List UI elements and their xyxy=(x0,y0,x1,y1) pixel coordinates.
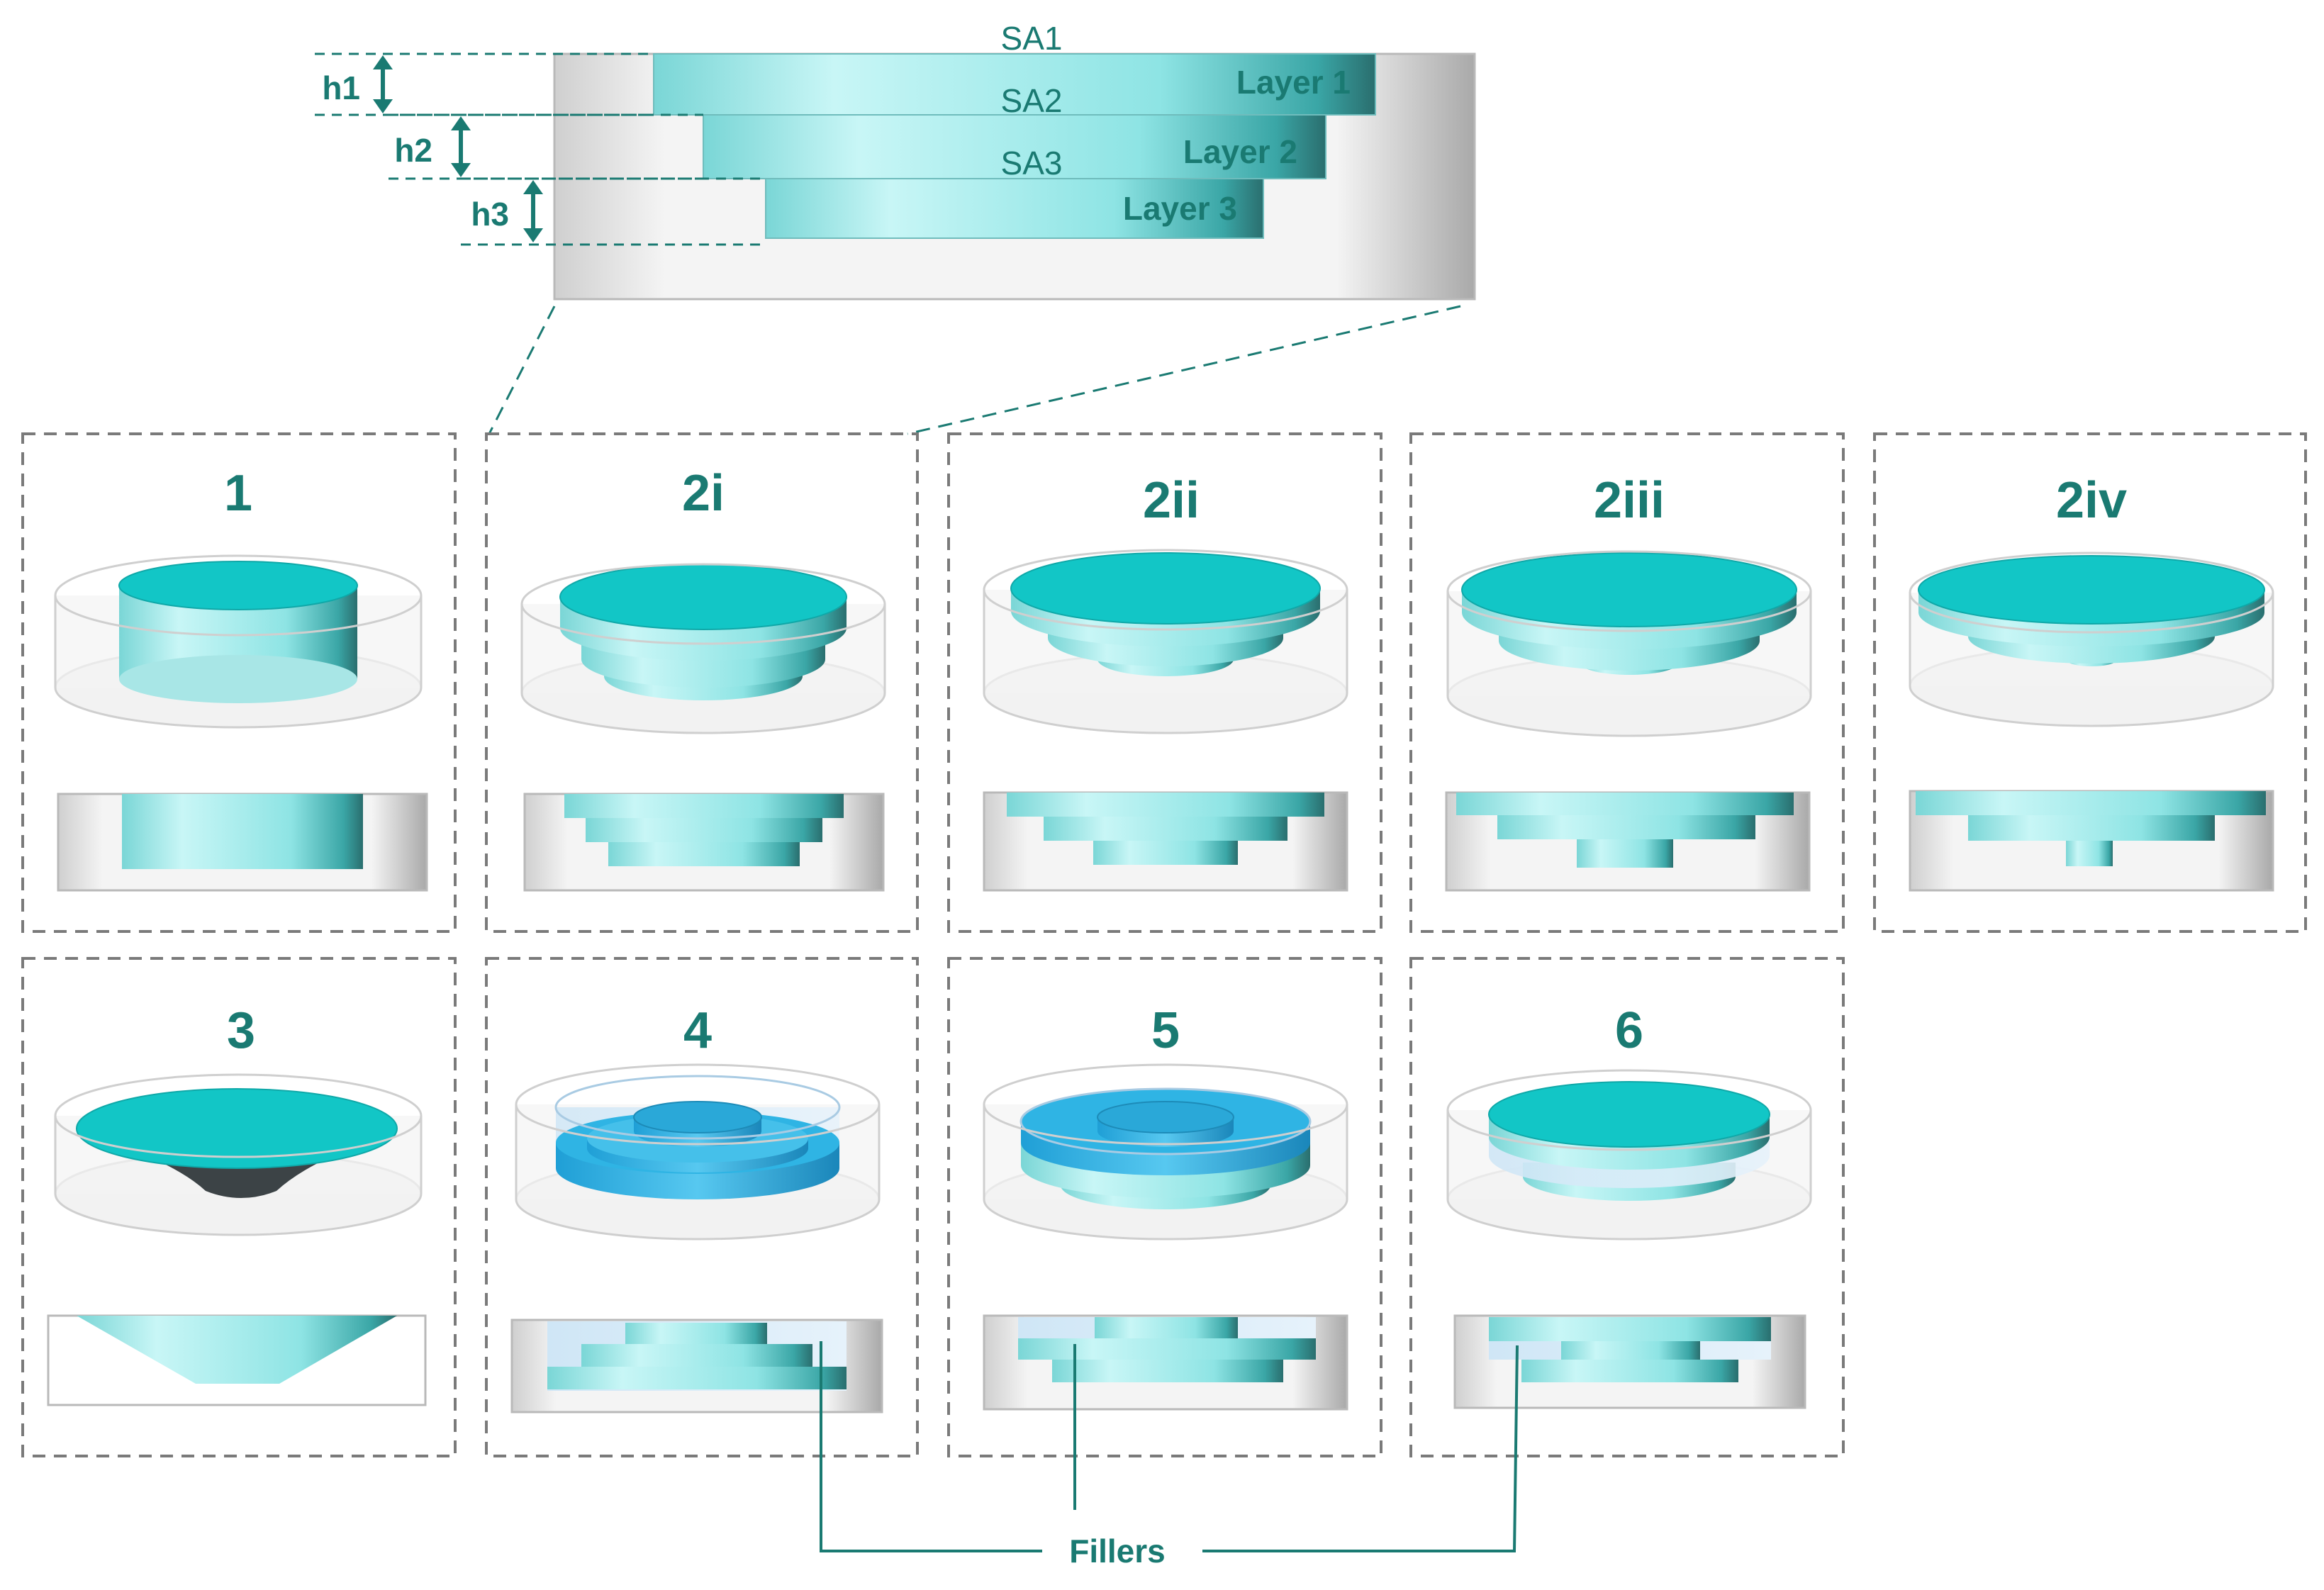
panel-2ii-section xyxy=(983,791,1348,892)
panel-5-label: 5 xyxy=(1151,1002,1180,1059)
panel-4-section xyxy=(510,1319,883,1413)
panel-4-label: 4 xyxy=(683,1002,712,1059)
height-arrows xyxy=(373,55,543,242)
panel-2i-section xyxy=(523,793,885,892)
panel-frames xyxy=(21,432,2307,1457)
panel-2ii-3d xyxy=(983,549,1348,734)
panel-4-3d xyxy=(515,1063,881,1241)
panel-5-section xyxy=(983,1314,1348,1411)
panel-6-3d xyxy=(1446,1069,1812,1241)
zoom-connectors xyxy=(488,305,1461,435)
panel-2i-label: 2i xyxy=(682,465,725,522)
panel-2iv-3d xyxy=(1909,552,2274,727)
fillers-leader-lines xyxy=(820,1341,1519,1552)
h2-label: h2 xyxy=(394,132,432,169)
panel-2iii-label: 2iii xyxy=(1594,472,1665,529)
panel-2iii-3d xyxy=(1446,550,1812,737)
layer-3-label: Layer 3 xyxy=(1123,190,1237,227)
sa1-label: SA1 xyxy=(1001,20,1063,57)
sa3-label: SA3 xyxy=(1001,145,1063,181)
panel-2ii-label: 2ii xyxy=(1143,472,1200,529)
panel-1-section xyxy=(57,793,428,892)
panel-6-label: 6 xyxy=(1615,1002,1643,1059)
panel-1-3d xyxy=(54,554,423,729)
panel-2iii-section xyxy=(1445,791,1811,892)
fillers-label: Fillers xyxy=(1069,1533,1166,1569)
detail-layer-3 xyxy=(765,178,1264,239)
sa2-label: SA2 xyxy=(1001,82,1063,119)
layer-2-label: Layer 2 xyxy=(1183,133,1297,170)
panel-1-label: 1 xyxy=(224,465,252,522)
h1-label: h1 xyxy=(322,69,360,106)
panel-2iv-section xyxy=(1909,790,2274,892)
h3-label: h3 xyxy=(471,196,509,233)
layer-1-label: Layer 1 xyxy=(1236,64,1351,101)
panel-5-3d xyxy=(983,1063,1348,1241)
panel-2i-3d xyxy=(520,563,886,734)
panel-3-section xyxy=(47,1314,427,1406)
panel-6-section xyxy=(1453,1314,1806,1409)
panel-3-label: 3 xyxy=(227,1002,255,1059)
panel-2iv-label: 2iv xyxy=(2056,472,2127,529)
level-lines xyxy=(315,52,766,246)
detail-layer-1 xyxy=(653,53,1376,116)
panel-3-3d xyxy=(54,1073,423,1236)
detail-layer-2 xyxy=(703,114,1326,179)
detail-view: SA1 SA2 SA3 Layer 1 Layer 2 Layer 3 xyxy=(315,20,1476,435)
